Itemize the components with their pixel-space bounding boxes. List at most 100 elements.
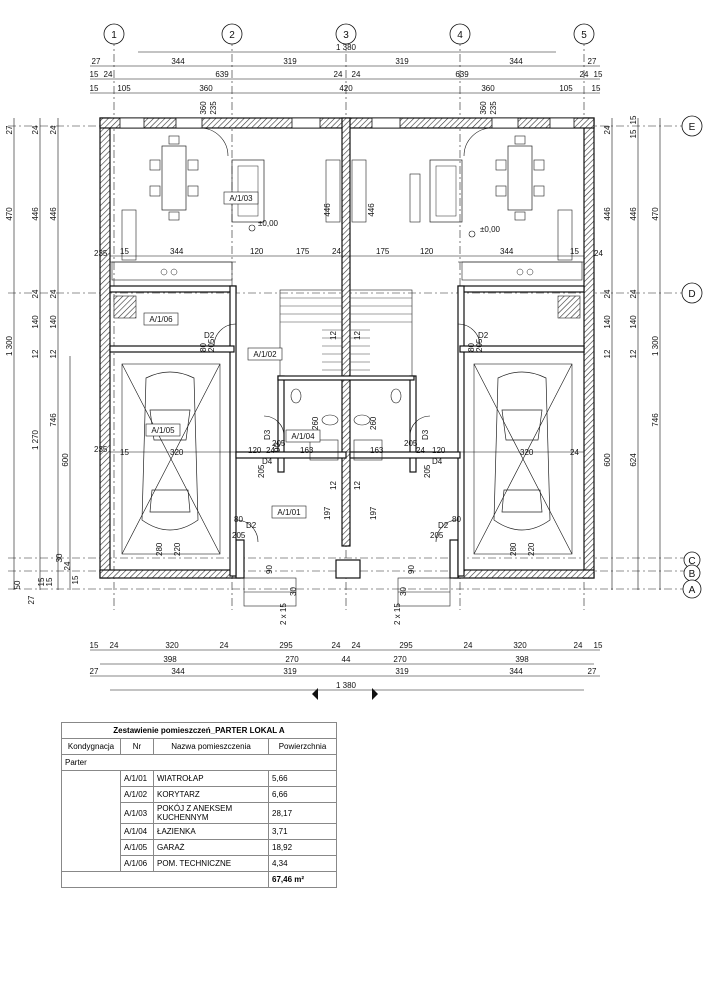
grid-bubble-2: 2 [221, 23, 243, 45]
svg-text:205: 205 [272, 439, 286, 448]
svg-text:24: 24 [464, 641, 473, 650]
svg-text:319: 319 [395, 57, 409, 66]
svg-text:420: 420 [339, 84, 353, 93]
svg-text:600: 600 [603, 453, 612, 467]
svg-text:24: 24 [104, 70, 113, 79]
svg-text:197: 197 [369, 506, 378, 520]
svg-text:446: 446 [603, 207, 612, 221]
svg-text:24: 24 [220, 641, 229, 650]
svg-text:470: 470 [651, 207, 660, 221]
garage-left [121, 363, 221, 555]
svg-text:175: 175 [296, 247, 310, 256]
svg-text:24: 24 [31, 125, 40, 134]
svg-text:24: 24 [603, 125, 612, 134]
table-row-level: Parter [61, 754, 337, 771]
svg-text:344: 344 [171, 57, 185, 66]
entrance-steps [243, 577, 451, 607]
svg-text:344: 344 [171, 667, 185, 676]
building-walls [99, 117, 595, 579]
level-marks: ±0,00 ±0,00 [248, 219, 501, 238]
svg-text:600: 600 [61, 453, 70, 467]
svg-text:360: 360 [479, 101, 488, 115]
svg-text:746: 746 [49, 413, 58, 427]
svg-text:470: 470 [5, 207, 14, 221]
rooms-schedule-table: Zestawienie pomieszczeń_PARTER LOKAL A K… [61, 722, 337, 888]
room-label: A/1/06 [149, 315, 173, 324]
svg-text:319: 319 [283, 57, 297, 66]
svg-text:15: 15 [37, 577, 46, 586]
grid-bubble-B: B [683, 564, 701, 582]
svg-text:12: 12 [629, 349, 638, 358]
svg-text:235: 235 [94, 445, 108, 454]
svg-text:140: 140 [629, 315, 638, 329]
svg-text:320: 320 [520, 448, 534, 457]
svg-text:344: 344 [509, 667, 523, 676]
svg-text:80: 80 [467, 343, 476, 352]
svg-text:15: 15 [594, 641, 603, 650]
svg-text:140: 140 [603, 315, 612, 329]
svg-text:27: 27 [92, 57, 101, 66]
svg-text:24: 24 [332, 247, 341, 256]
svg-text:319: 319 [395, 667, 409, 676]
svg-text:24: 24 [49, 289, 58, 298]
col-header-name: Nazwa pomieszczenia [153, 738, 269, 755]
svg-text:746: 746 [651, 413, 660, 427]
col-header-area: Powierzchnia [268, 738, 337, 755]
svg-text:30: 30 [289, 587, 298, 596]
svg-text:27: 27 [5, 125, 14, 134]
svg-text:12: 12 [329, 331, 338, 340]
svg-text:D4: D4 [262, 457, 273, 466]
svg-text:1 300: 1 300 [651, 335, 660, 356]
tv-units [121, 159, 573, 261]
dining-table-right [495, 135, 545, 221]
floor-plan-drawing: 1 2 3 4 5 E D C B A 1 380 27 344 319 319… [5, 23, 703, 700]
svg-text:90: 90 [273, 443, 282, 452]
svg-text:80: 80 [234, 515, 243, 524]
svg-text:15: 15 [45, 577, 54, 586]
door-swings [199, 127, 493, 543]
svg-text:624: 624 [629, 453, 638, 467]
svg-text:120: 120 [250, 247, 264, 256]
svg-text:1 380: 1 380 [336, 43, 357, 52]
svg-text:235: 235 [489, 101, 498, 115]
grid-bubble-A: A [682, 579, 702, 599]
svg-text:446: 446 [629, 207, 638, 221]
svg-text:24: 24 [574, 641, 583, 650]
svg-text:80: 80 [199, 343, 208, 352]
grid-bubble-5: 5 [573, 23, 595, 45]
svg-text:235: 235 [209, 101, 218, 115]
table-row: A/1/01 WIATROŁAP 5,66 [61, 770, 337, 872]
svg-text:24: 24 [570, 448, 579, 457]
svg-text:5: 5 [581, 30, 587, 41]
svg-text:D4: D4 [432, 457, 443, 466]
svg-text:163: 163 [370, 446, 384, 455]
svg-text:295: 295 [279, 641, 293, 650]
room-label: A/1/02 [253, 350, 277, 359]
svg-text:27: 27 [90, 667, 99, 676]
svg-text:320: 320 [170, 448, 184, 457]
kitchen-counters [111, 261, 583, 281]
section-arrow-right-icon [372, 688, 378, 700]
svg-text:44: 44 [342, 655, 351, 664]
svg-text:120: 120 [248, 446, 262, 455]
svg-text:220: 220 [173, 542, 182, 556]
svg-text:B: B [689, 569, 696, 580]
svg-text:D3: D3 [421, 429, 430, 440]
svg-text:197: 197 [323, 506, 332, 520]
svg-text:15: 15 [594, 70, 603, 79]
svg-text:205: 205 [404, 439, 418, 448]
room-label: A/1/01 [277, 508, 301, 517]
svg-text:398: 398 [163, 655, 177, 664]
svg-text:15: 15 [90, 84, 99, 93]
svg-text:15: 15 [71, 575, 80, 584]
svg-text:105: 105 [117, 84, 131, 93]
top-dimensions: 1 380 27 344 319 319 344 27 15 24 639 24… [90, 43, 603, 94]
svg-text:446: 446 [49, 207, 58, 221]
svg-text:27: 27 [27, 595, 36, 604]
svg-text:320: 320 [513, 641, 527, 650]
svg-text:3: 3 [343, 30, 349, 41]
grid-bubble-3: 3 [335, 23, 357, 45]
svg-text:15: 15 [629, 129, 638, 138]
svg-text:120: 120 [420, 247, 434, 256]
svg-text:140: 140 [31, 315, 40, 329]
